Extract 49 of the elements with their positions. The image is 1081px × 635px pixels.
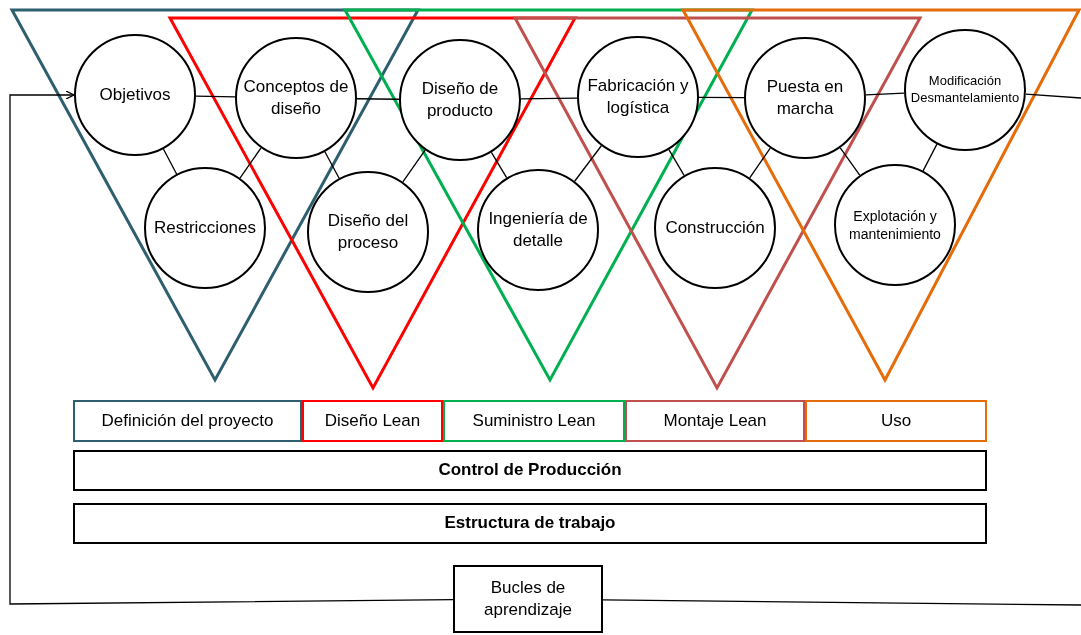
connector-line xyxy=(356,98,400,100)
connector-line xyxy=(1025,93,1081,99)
connector-line xyxy=(239,147,262,179)
phase-box xyxy=(73,400,302,442)
node-label: Modificación Desmantelamiento xyxy=(910,73,1020,107)
connector-line xyxy=(574,145,602,182)
node-label: Estructura de trabajo xyxy=(444,512,616,535)
node-label: Construcción xyxy=(665,216,765,239)
phase-box xyxy=(805,400,987,442)
phase-box xyxy=(302,400,443,442)
node-label: Objetivos xyxy=(99,83,171,106)
connector-line xyxy=(602,599,1081,606)
learning-loops-box xyxy=(453,565,603,633)
connector-line xyxy=(668,148,685,177)
node-label: Diseño del proceso xyxy=(326,209,410,254)
node-label: Montaje Lean xyxy=(663,409,767,432)
node-label: Diseño de producto xyxy=(420,77,500,122)
node-label: Diseño Lean xyxy=(324,409,421,432)
connector-line xyxy=(490,151,508,179)
node-label: Bucles de aprendizaje xyxy=(483,576,573,621)
connector-line xyxy=(195,95,236,98)
connector-line xyxy=(520,97,578,100)
production-control-bar xyxy=(73,450,987,491)
node-label: Suministro Lean xyxy=(472,409,596,432)
node-label: Explotación y mantenimiento xyxy=(848,206,942,244)
connector-line xyxy=(698,96,745,99)
phase-box xyxy=(625,400,805,442)
connector-line xyxy=(324,151,340,179)
node-label: Uso xyxy=(880,409,912,432)
node-label: Definición del proyecto xyxy=(101,409,274,432)
node-label: Fabricación y logística xyxy=(586,74,690,119)
connector-line xyxy=(922,143,938,172)
stage-circle xyxy=(477,169,599,291)
connector-line xyxy=(162,148,178,175)
connector-line xyxy=(402,149,426,183)
stage-circle xyxy=(654,167,776,289)
stage-circle xyxy=(235,37,357,159)
work-structure-bar xyxy=(73,503,987,544)
connector-line xyxy=(749,147,771,179)
connector-line xyxy=(839,147,861,176)
feedback-arrow xyxy=(9,90,454,605)
phase-box xyxy=(443,400,625,442)
node-label: Ingeniería de detalle xyxy=(487,207,589,252)
node-label: Restricciones xyxy=(153,216,256,239)
stage-circle xyxy=(307,171,429,293)
node-label: Conceptos de diseño xyxy=(242,75,350,120)
node-label: Puesta en marcha xyxy=(765,75,845,120)
node-label: Control de Producción xyxy=(438,459,622,482)
connector-line xyxy=(865,92,905,96)
